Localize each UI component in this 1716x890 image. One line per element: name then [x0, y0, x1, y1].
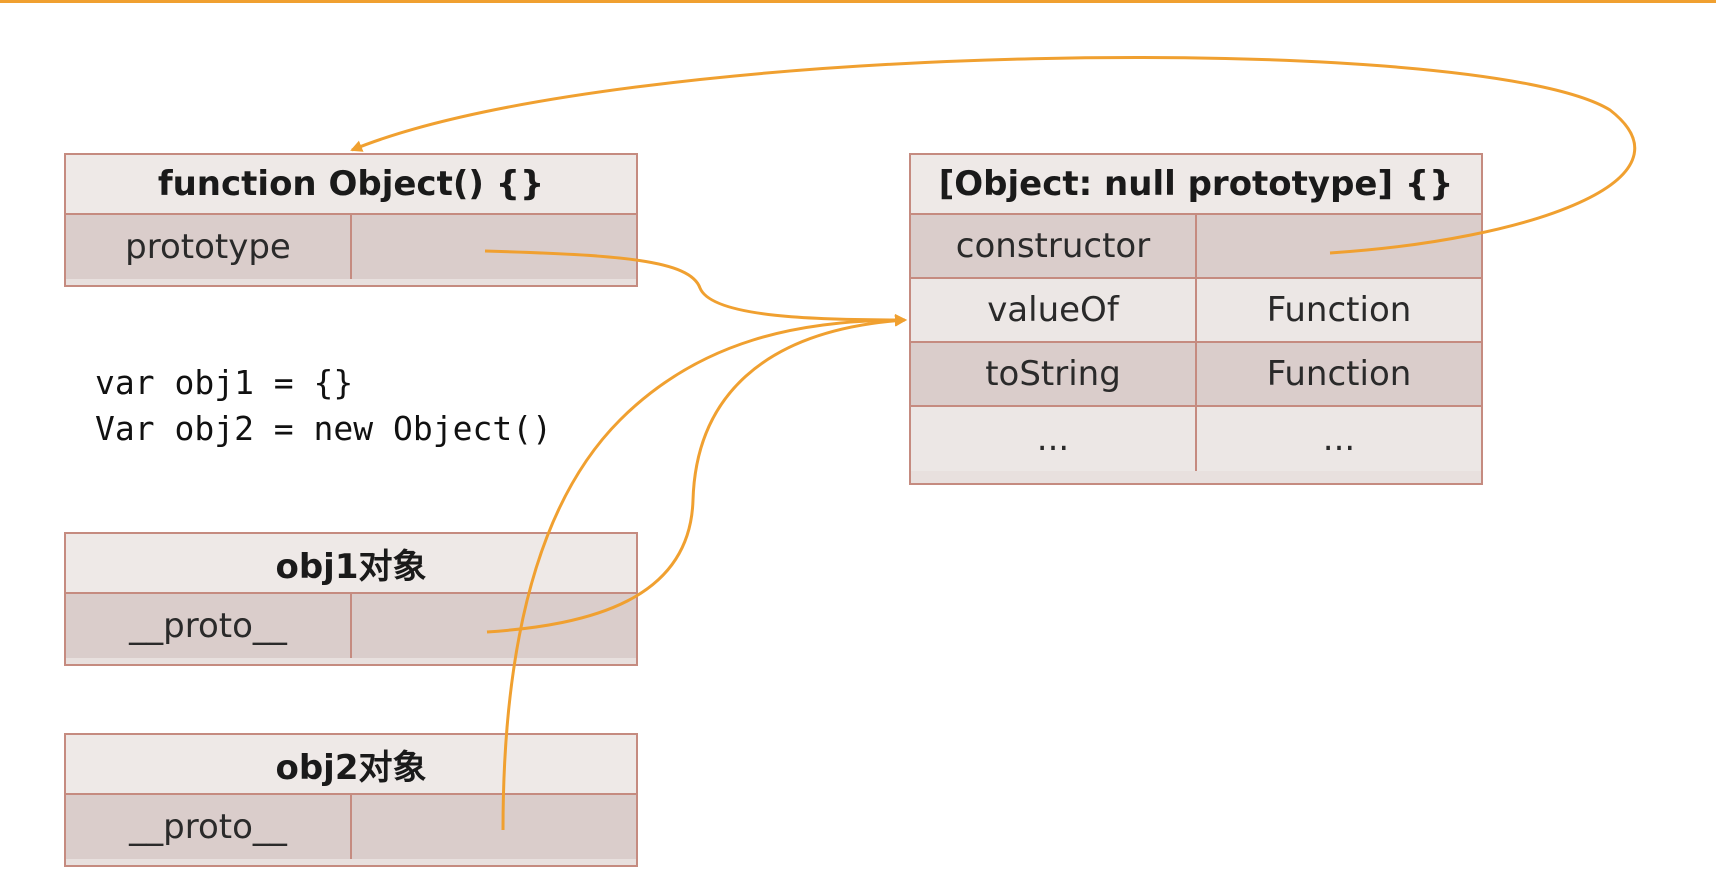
obj1-title: obj1对象: [66, 534, 636, 594]
obj1-proto-value: [352, 594, 636, 658]
obj2-title: obj2对象: [66, 735, 636, 795]
null-prototype-object-title: [Object: null prototype] {}: [911, 155, 1481, 215]
obj1-proto-key: __proto__: [66, 594, 352, 658]
ellipsis-key: ...: [911, 407, 1197, 471]
tostring-key: toString: [911, 343, 1197, 405]
prototype-row-ellipsis: ... ...: [911, 407, 1481, 471]
prototype-row-tostring: toString Function: [911, 343, 1481, 407]
prototype-row-constructor: constructor: [911, 215, 1481, 279]
obj1-box: obj1对象 __proto__: [64, 532, 638, 666]
valueof-value: Function: [1266, 290, 1412, 330]
tostring-value: Function: [1266, 354, 1412, 394]
prototype-row-valueof: valueOf Function: [911, 279, 1481, 343]
prototype-key: prototype: [66, 215, 352, 279]
obj1-row-proto: __proto__: [66, 594, 636, 658]
ellipsis-value: ...: [1322, 419, 1356, 459]
top-accent-rule: [0, 0, 1716, 3]
code-line-1: var obj1 = {}: [95, 363, 354, 402]
valueof-key: valueOf: [911, 279, 1197, 341]
constructor-value: [1197, 215, 1481, 277]
obj2-proto-value: [352, 795, 636, 859]
code-snippet: var obj1 = {} Var obj2 = new Object(): [95, 360, 552, 452]
function-object-title: function Object() {}: [66, 155, 636, 215]
prototype-value: [352, 215, 636, 279]
null-prototype-object-box: [Object: null prototype] {} constructor …: [909, 153, 1483, 485]
function-object-row-prototype: prototype: [66, 215, 636, 279]
obj2-row-proto: __proto__: [66, 795, 636, 859]
obj2-box: obj2对象 __proto__: [64, 733, 638, 867]
obj2-proto-key: __proto__: [66, 795, 352, 859]
code-line-2: Var obj2 = new Object(): [95, 409, 552, 448]
function-object-box: function Object() {} prototype: [64, 153, 638, 287]
constructor-key: constructor: [911, 215, 1197, 277]
